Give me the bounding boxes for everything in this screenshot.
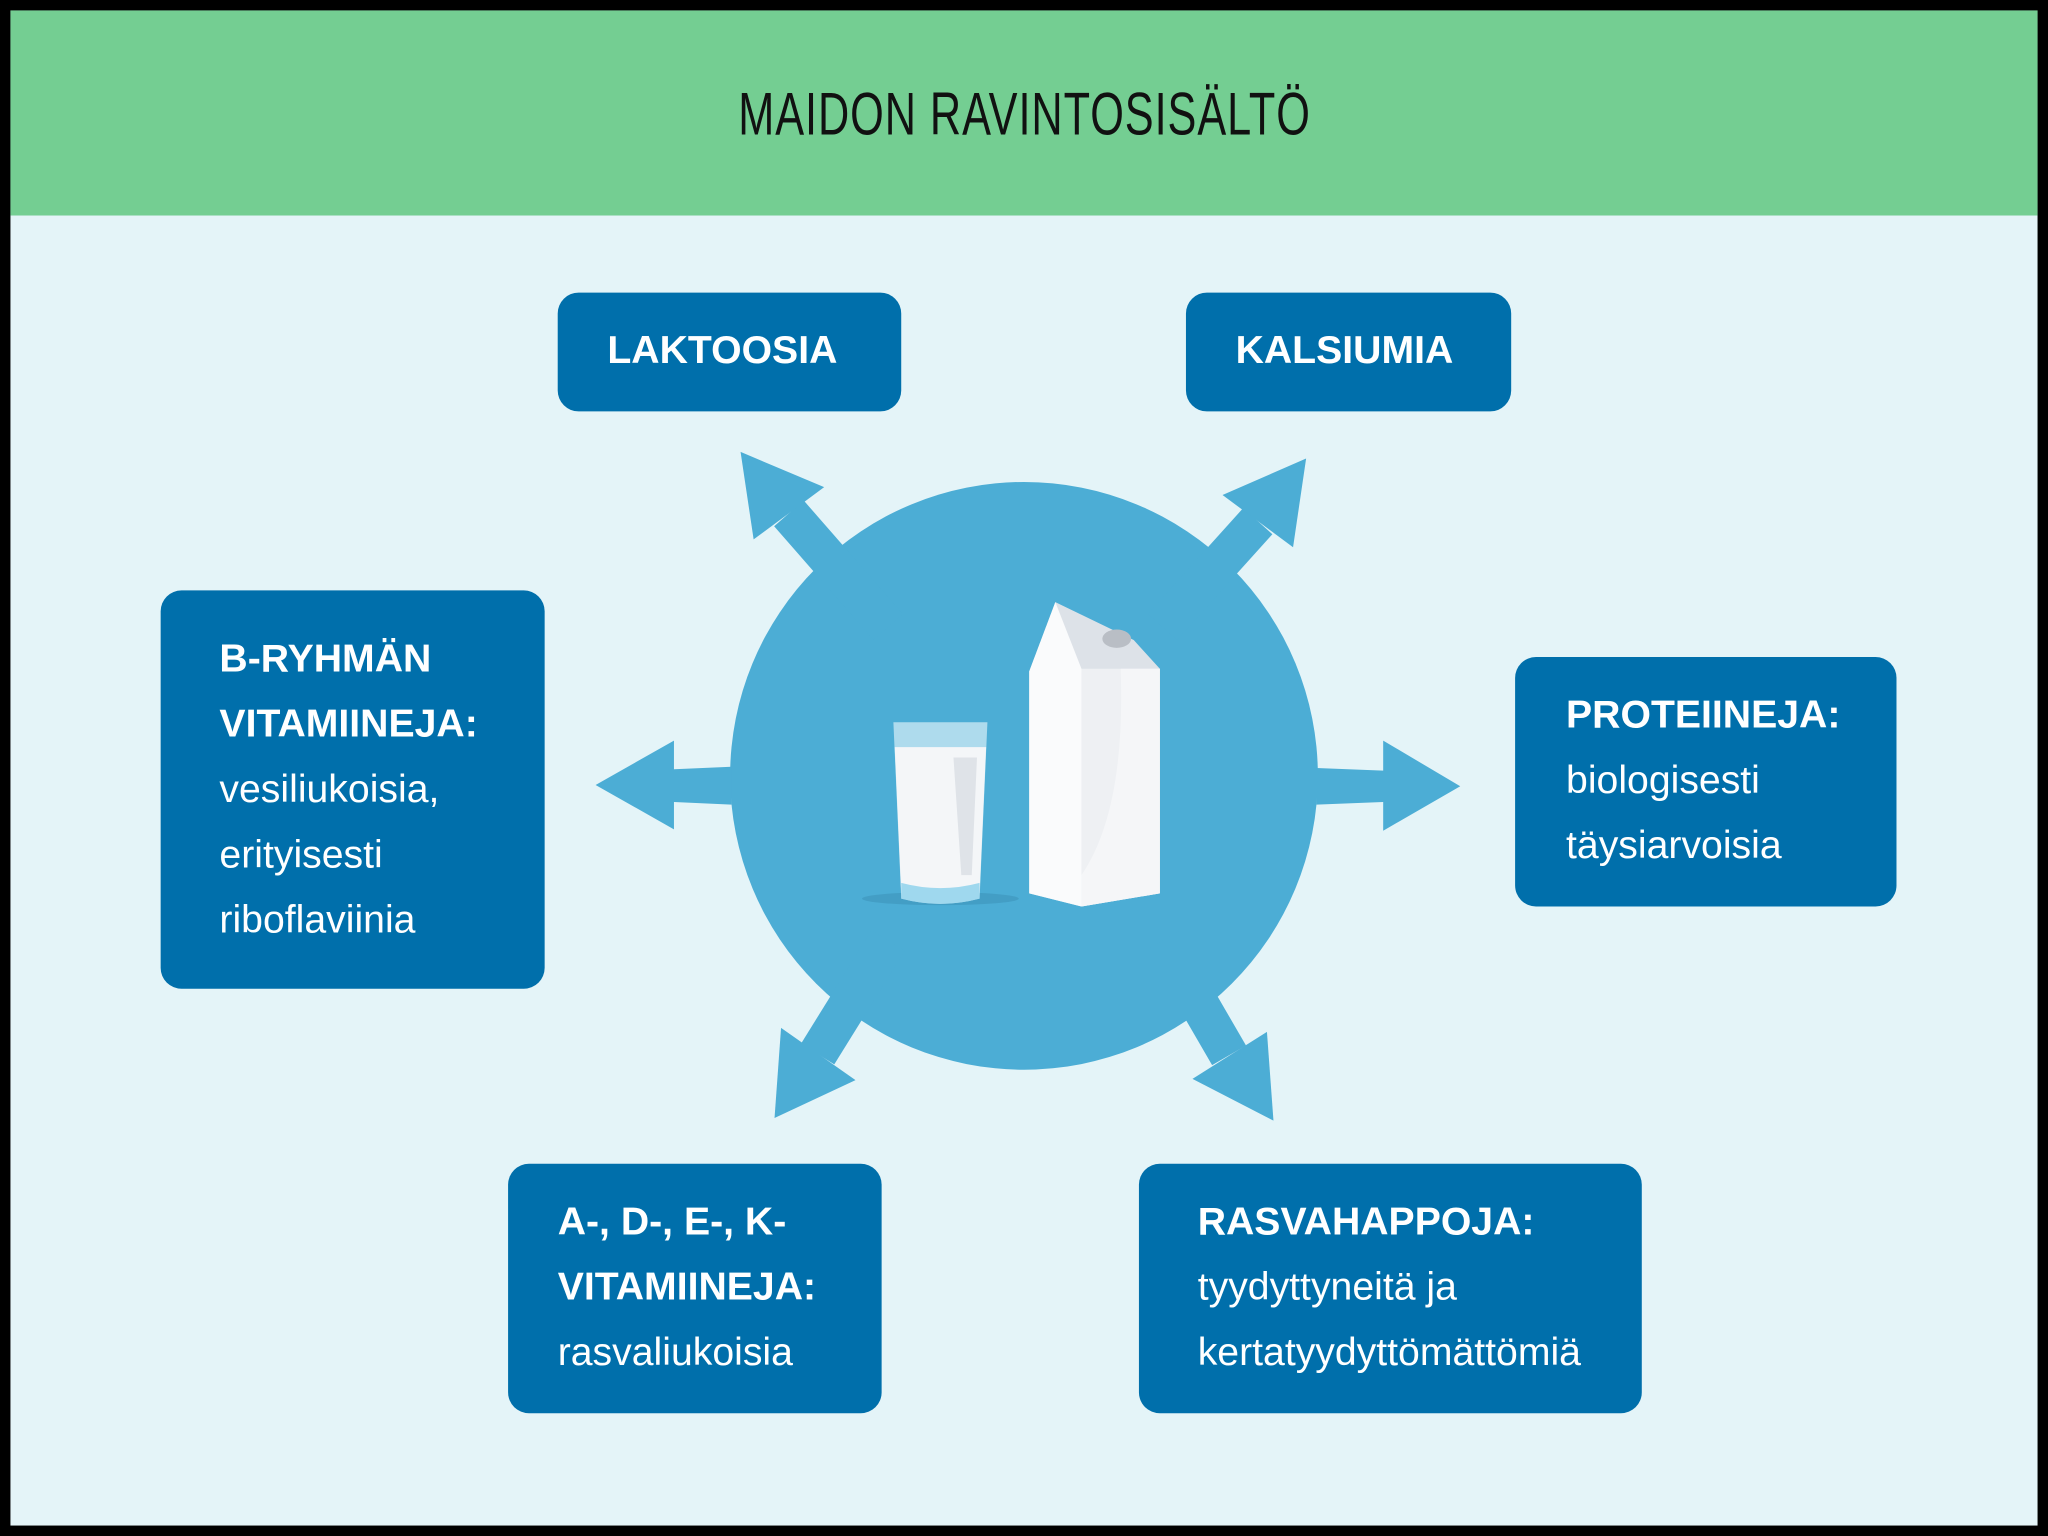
fatty-acids-line-1: tyydyttyneitä ja — [1197, 1265, 1457, 1309]
lactose-heading: LAKTOOSIA — [607, 329, 838, 373]
fat-vitamins-heading-1: A-, D-, E-, K- — [557, 1200, 787, 1244]
milk-carton-icon — [1029, 602, 1160, 907]
proteins-line-2: täysiarvoisia — [1566, 824, 1782, 868]
fatty-acids-line-2: kertatyydyttömättömiä — [1197, 1330, 1581, 1375]
arrow-down-right — [1145, 930, 1274, 1121]
milk-glass-icon — [862, 722, 1019, 906]
fatty-acids-heading: RASVAHAPPOJA: — [1197, 1200, 1535, 1244]
arrow-right — [1316, 740, 1461, 831]
arrow-left — [595, 740, 732, 830]
b-vitamins-line-2: erityisesti — [219, 833, 383, 877]
box-fatty-acids: RASVAHAPPOJA: tyydyttyneitä ja kertatyyd… — [1138, 1163, 1642, 1414]
fat-vitamins-line-1: rasvaliukoisia — [557, 1330, 793, 1375]
b-vitamins-line-3: riboflaviinia — [219, 898, 416, 942]
arrow-down-left — [774, 930, 905, 1119]
header-banner: MAIDON RAVINTOSISÄLTÖ — [10, 10, 2038, 216]
box-proteins: PROTEIINEJA: biologisesti täysiarvoisia — [1515, 656, 1897, 907]
arrow-up-right — [1147, 458, 1307, 641]
proteins-heading: PROTEIINEJA: — [1566, 693, 1841, 737]
b-vitamins-line-1: vesiliukoisia, — [219, 767, 440, 812]
title-text: MAIDON RAVINTOSISÄLTÖ — [737, 79, 1311, 148]
box-lactose: LAKTOOSIA — [557, 292, 902, 412]
b-vitamins-heading-1: B-RYHMÄN — [219, 637, 432, 681]
b-vitamins-heading-2: VITAMIINEJA: — [219, 702, 478, 746]
box-b-vitamins: B-RYHMÄN VITAMIINEJA: vesiliukoisia, eri… — [160, 590, 545, 989]
page-title: MAIDON RAVINTOSISÄLTÖ — [10, 78, 2037, 149]
box-calcium: KALSIUMIA — [1185, 292, 1512, 412]
proteins-line-1: biologisesti — [1566, 758, 1760, 802]
arrow-up-left — [740, 451, 903, 640]
calcium-heading: KALSIUMIA — [1235, 329, 1454, 373]
box-fat-soluble-vitamins: A-, D-, E-, K- VITAMIINEJA: rasvaliukois… — [508, 1163, 882, 1414]
fat-vitamins-heading-2: VITAMIINEJA: — [557, 1265, 817, 1309]
